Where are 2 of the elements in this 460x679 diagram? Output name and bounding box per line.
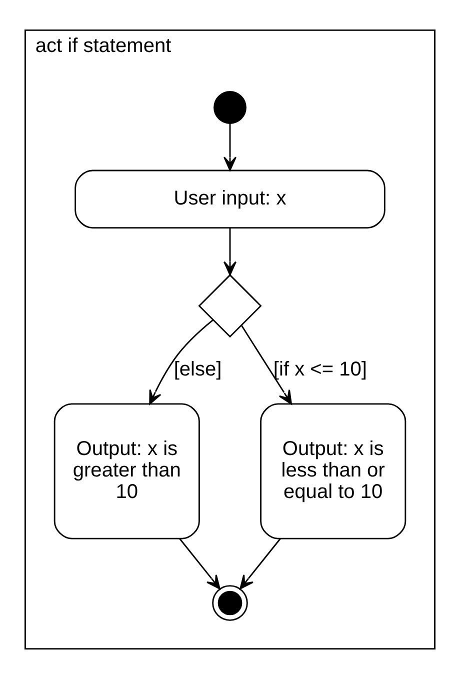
edge-label: [else]: [174, 358, 222, 381]
edge-label: [if x <= 10]: [273, 358, 367, 381]
